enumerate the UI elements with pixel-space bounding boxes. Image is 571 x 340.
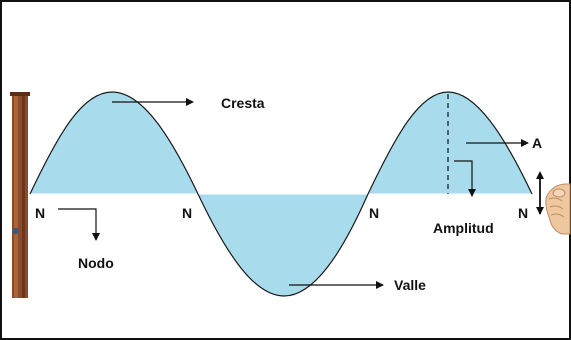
node-mark-3: N — [369, 205, 379, 221]
node-mark-1: N — [35, 205, 45, 221]
node-mark-2: N — [182, 205, 192, 221]
wooden-post-icon — [10, 92, 30, 298]
node-label: Nodo — [78, 255, 114, 271]
crest-label: Cresta — [221, 95, 265, 111]
valley-label: Valle — [394, 277, 426, 293]
amplitude-symbol-label: A — [532, 135, 542, 151]
node-mark-4: N — [518, 205, 528, 221]
amplitude-label: Amplitud — [433, 220, 494, 236]
